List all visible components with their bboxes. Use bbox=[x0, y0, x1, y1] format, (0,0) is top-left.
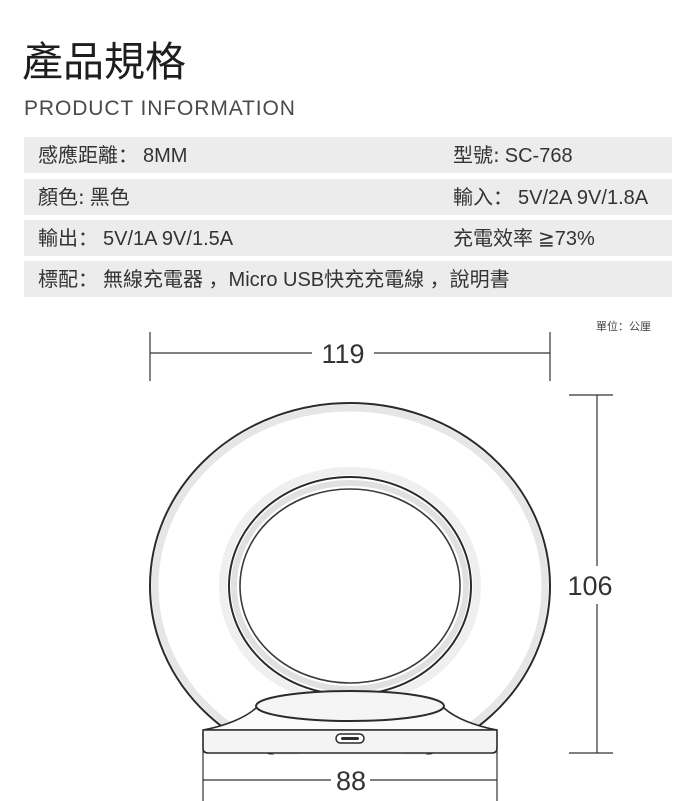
micro-usb-port-slot bbox=[341, 737, 359, 740]
charger-illustration bbox=[149, 402, 551, 770]
unit-note: 單位：公厘 bbox=[596, 320, 651, 333]
spec-table: 感應距離：8MM 型號:SC-768 顏色:黑色 輸入：5V/2A 9V/1.8… bbox=[24, 137, 672, 297]
dimension-label-top-width: 119 bbox=[321, 339, 364, 369]
spec-cell: 標配：無線充電器 ，Micro USB快充充電線 ，說明書 bbox=[38, 261, 510, 298]
spec-label: 充電效率 bbox=[453, 226, 533, 250]
dimension-height bbox=[569, 394, 613, 754]
spec-row: 顏色:黑色 輸入：5V/2A 9V/1.8A bbox=[24, 179, 672, 215]
spec-row: 感應距離：8MM 型號:SC-768 bbox=[24, 137, 672, 173]
spec-value: 無線充電器 ，Micro USB快充充電線 ，說明書 bbox=[103, 269, 510, 291]
spec-cell: 感應距離：8MM bbox=[38, 137, 187, 174]
dimension-base-width bbox=[202, 745, 498, 801]
spec-label: 標配： bbox=[38, 267, 98, 291]
charging-pad-surface bbox=[239, 488, 461, 684]
spec-value: 8MM bbox=[143, 145, 188, 167]
page-title: 產品規格 bbox=[22, 38, 186, 86]
spec-value: 5V/2A 9V/1.8A bbox=[518, 187, 649, 209]
spec-cell: 型號:SC-768 bbox=[453, 137, 573, 174]
spec-row: 標配：無線充電器 ，Micro USB快充充電線 ，說明書 bbox=[24, 261, 672, 297]
spec-label: 顏色: bbox=[38, 185, 85, 209]
dimension-label-base-width: 88 bbox=[336, 766, 366, 796]
spec-label: 感應距離： bbox=[38, 143, 138, 167]
spec-cell: 充電效率≧73% bbox=[453, 220, 595, 257]
spec-cell: 輸入：5V/2A 9V/1.8A bbox=[453, 179, 648, 216]
spec-value: SC-768 bbox=[504, 145, 573, 167]
dimension-label-height: 106 bbox=[567, 571, 612, 601]
charger-base bbox=[200, 690, 500, 773]
charging-pad-shading bbox=[231, 480, 469, 692]
spec-cell: 輸出：5V/1A 9V/1.5A bbox=[38, 220, 233, 257]
page-subtitle: PRODUCT INFORMATION bbox=[24, 97, 296, 120]
base-underside-mask bbox=[200, 754, 500, 773]
spec-label: 型號: bbox=[453, 143, 500, 167]
spec-value: ≧73% bbox=[538, 228, 595, 250]
spec-label: 輸出： bbox=[38, 226, 98, 250]
base-top-surface bbox=[255, 690, 445, 722]
spec-label: 輸入： bbox=[453, 185, 513, 209]
dimension-top-width bbox=[149, 332, 551, 381]
spec-value: 5V/1A 9V/1.5A bbox=[103, 228, 234, 250]
spec-value: 黑色 bbox=[89, 187, 130, 209]
spec-cell: 顏色:黑色 bbox=[38, 179, 130, 216]
spec-row: 輸出：5V/1A 9V/1.5A 充電效率≧73% bbox=[24, 220, 672, 256]
